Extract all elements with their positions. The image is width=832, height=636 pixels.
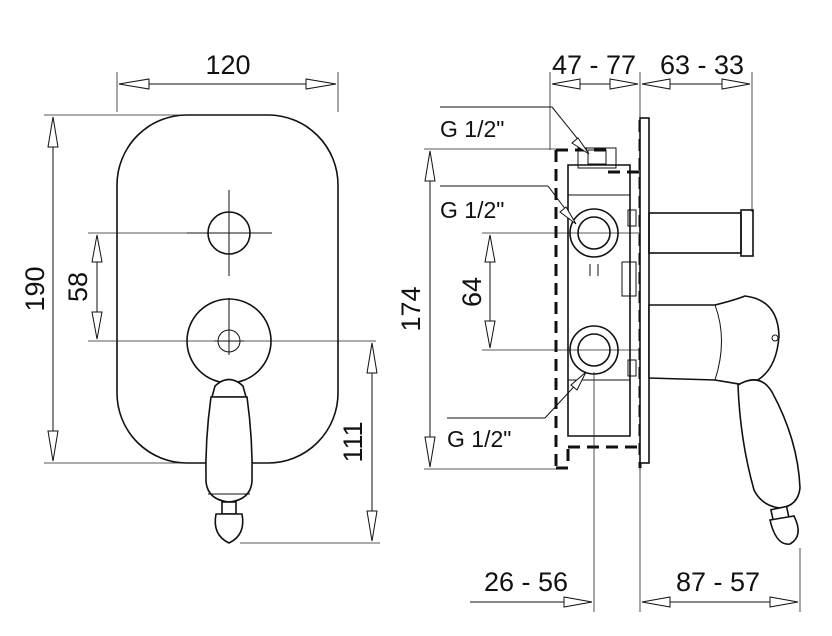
inlet-spacing-dimension: 64: [457, 232, 640, 351]
bottom-depth-dimensions: 26 - 56 87 - 57: [470, 372, 801, 612]
width-dimension: 120: [116, 50, 339, 112]
thread-top-label: G 1/2": [440, 116, 504, 142]
axis-distance-dim-label: 58: [63, 272, 93, 302]
thread-callout-top: G 1/2": [440, 106, 590, 155]
depth-dim-bottom-right-label: 87 - 57: [676, 567, 760, 597]
front-view: 120 190 58: [20, 50, 380, 544]
thread-callout-bottom: G 1/2": [447, 371, 587, 452]
thread-bottom-label: G 1/2": [447, 426, 511, 452]
handle-length-dimension: 111: [240, 342, 380, 544]
thread-callout-middle: G 1/2": [440, 185, 577, 225]
diverter-knob-symbol: [187, 190, 272, 276]
lever-handle-side: [648, 295, 801, 545]
width-dim-label: 120: [205, 50, 250, 80]
diverter-spindle: [648, 209, 754, 257]
lever-handle-front: [205, 378, 253, 544]
handle-length-dim-label: 111: [338, 421, 368, 462]
side-cover-plate: [639, 117, 650, 464]
depth-dim-top-right-label: 63 - 33: [660, 50, 744, 80]
plate-height-dimension: 190: [20, 114, 185, 464]
axis-distance-dimension: 58: [63, 232, 376, 342]
body-height-dim-label: 174: [396, 286, 426, 331]
side-view: 47 - 77 63 - 33 174 64: [396, 50, 801, 612]
depth-dim-bottom-left-label: 26 - 56: [484, 567, 568, 597]
top-depth-dimensions: 47 - 77 63 - 33: [549, 50, 753, 470]
mixer-rosette: [186, 298, 272, 384]
body-height-dimension: 174: [396, 148, 556, 470]
thread-middle-label: G 1/2": [440, 197, 504, 223]
inlet-spacing-dim-label: 64: [457, 277, 487, 307]
embedded-body: [554, 120, 642, 470]
depth-dim-top-left-label: 47 - 77: [552, 50, 636, 80]
plate-height-dim-label: 190: [20, 266, 50, 311]
